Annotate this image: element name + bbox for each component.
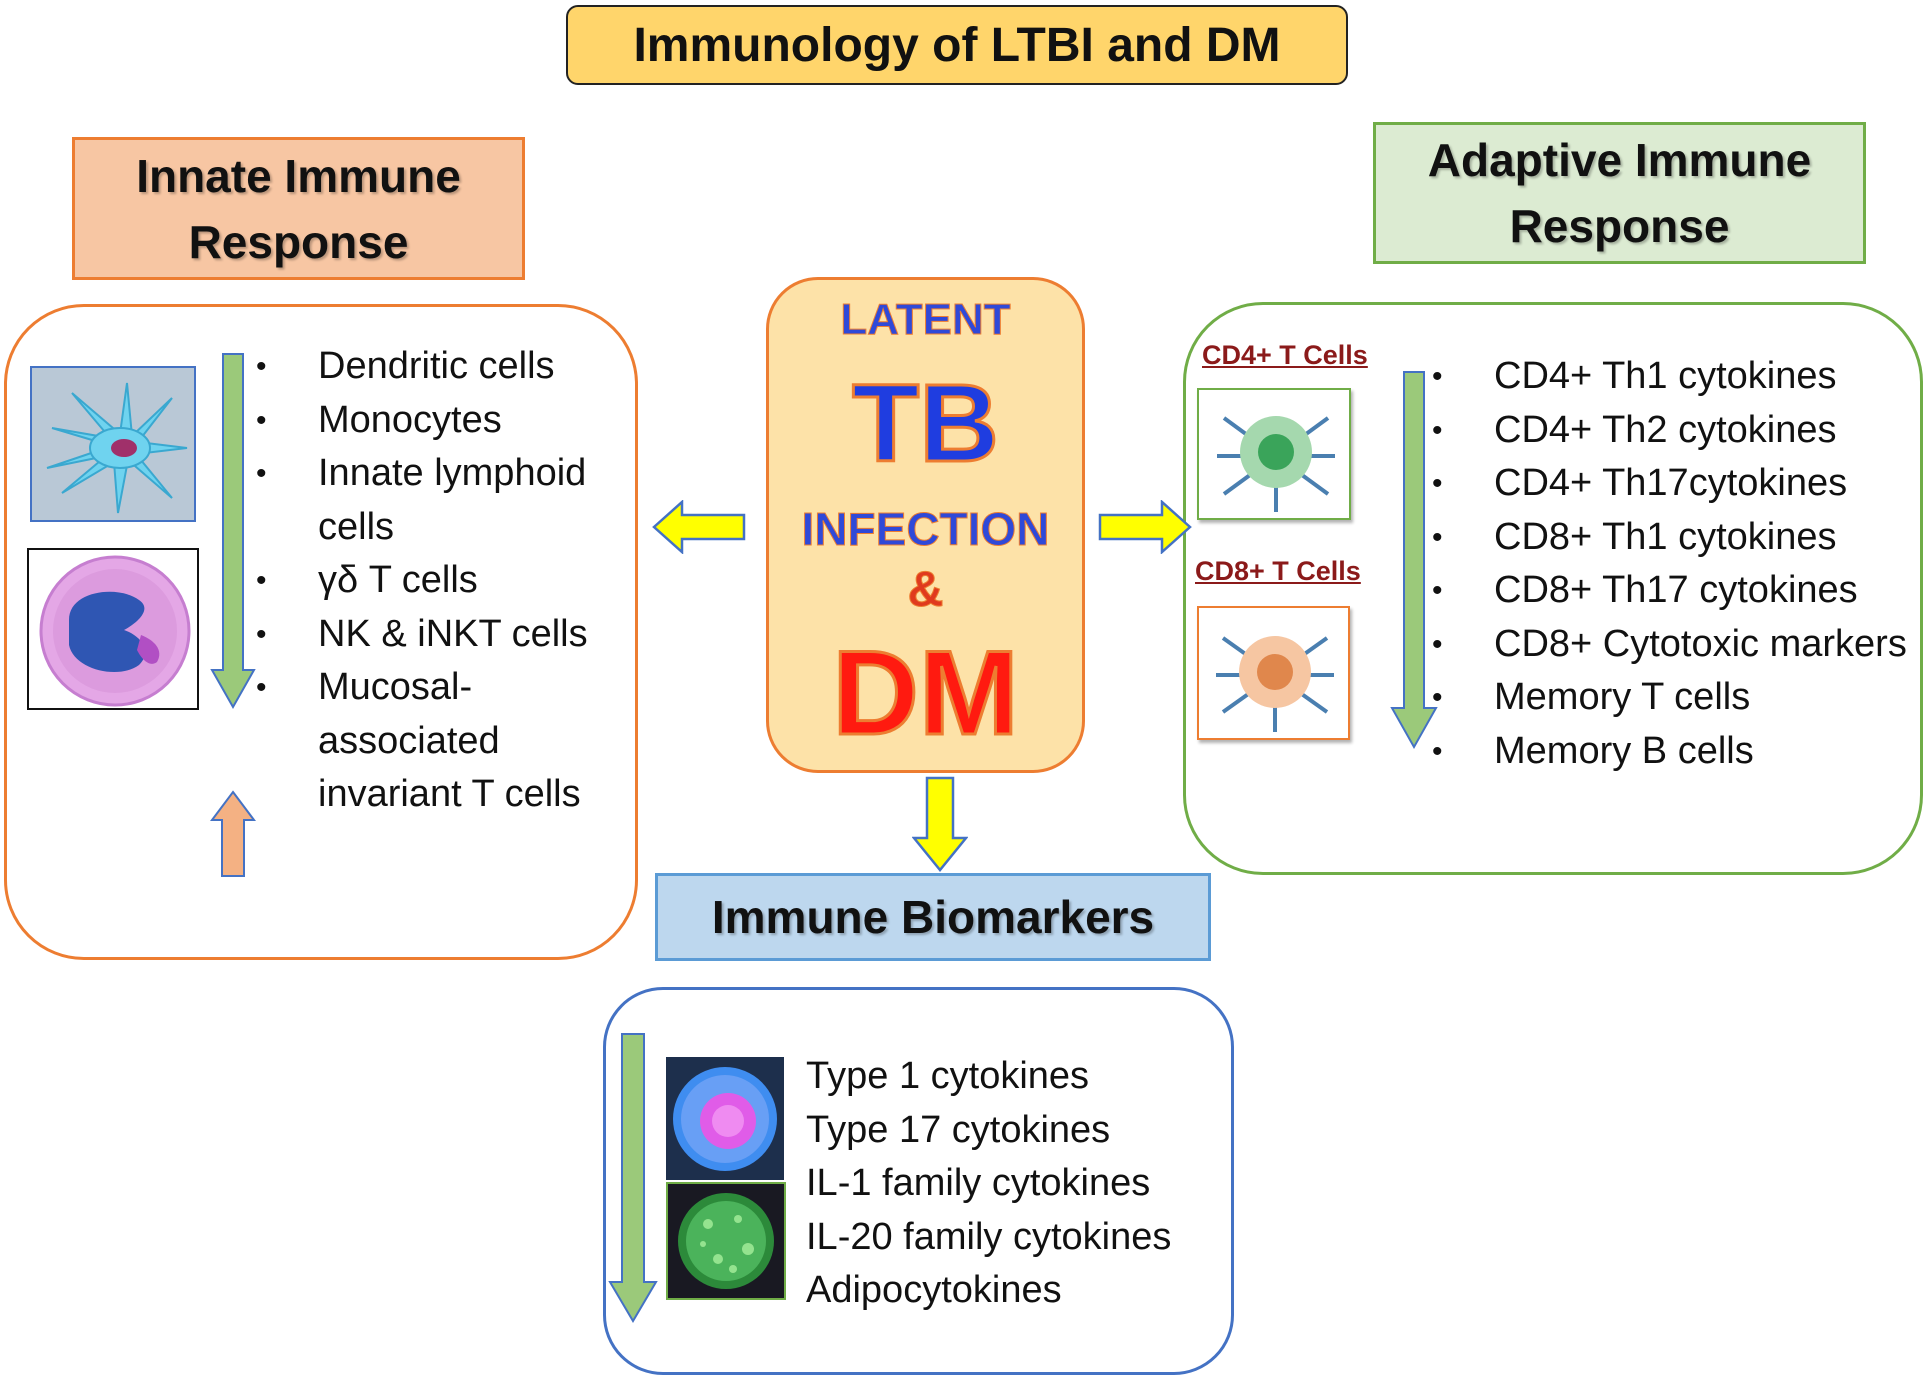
innate-increase-arrow-icon: [210, 790, 256, 877]
list-item: Monocytes: [256, 394, 636, 448]
list-item: Memory T cells: [1432, 671, 1912, 725]
left-arrow-icon: [652, 500, 746, 554]
list-item: Dendritic cells: [256, 340, 636, 394]
innate-response-header: Innate Immune Response: [72, 137, 525, 280]
infection-label: INFECTION: [801, 503, 1050, 556]
list-item: CD4+ Th2 cytokines: [1432, 404, 1912, 458]
innate-header-line2: Response: [188, 215, 409, 268]
biomarkers-decrease-arrow-icon: [608, 1033, 658, 1323]
adaptive-cytokine-list: CD4+ Th1 cytokines CD4+ Th2 cytokines CD…: [1432, 350, 1912, 778]
tb-label: TB: [851, 361, 1001, 487]
innate-header-line1: Innate Immune: [136, 149, 461, 202]
immune-cell-image-blue: [666, 1057, 784, 1180]
list-item: CD8+ Cytotoxic markers: [1432, 618, 1912, 672]
list-item: CD4+ Th17cytokines: [1432, 457, 1912, 511]
list-item: Memory B cells: [1432, 725, 1912, 779]
list-item: Type 1 cytokines: [806, 1055, 1090, 1097]
dendritic-cell-image: [30, 366, 196, 522]
list-item: Mucosal-associated invariant T cells: [256, 661, 636, 822]
diagram-title: Immunology of LTBI and DM: [566, 5, 1348, 85]
adaptive-response-header: Adaptive Immune Response: [1373, 122, 1866, 264]
list-item: γδ T cells: [256, 554, 636, 608]
list-item: Adipocytokines: [806, 1269, 1062, 1311]
ampersand-label: &: [907, 561, 944, 618]
list-item: IL-1 family cytokines: [806, 1162, 1151, 1204]
biomarkers-panel: [603, 987, 1234, 1375]
immune-cell-image-green: [666, 1182, 786, 1300]
innate-decrease-arrow-icon: [210, 353, 256, 710]
adaptive-decrease-arrow-icon: [1390, 371, 1438, 750]
cd4-t-cell-image: [1197, 388, 1351, 520]
neutrophil-image: [27, 548, 199, 710]
dm-label: DM: [831, 625, 1021, 762]
cd8-t-cells-label: CD8+ T Cells: [1195, 556, 1361, 586]
innate-cell-list: Dendritic cells Monocytes Innate lymphoi…: [256, 340, 636, 822]
latent-label: LATENT: [840, 295, 1011, 345]
cd4-t-cells-label: CD4+ T Cells: [1202, 340, 1368, 370]
list-item: Innate lymphoid cells: [256, 447, 636, 554]
right-arrow-icon: [1098, 500, 1192, 554]
list-item: CD8+ Th1 cytokines: [1432, 511, 1912, 565]
adaptive-header-line1: Adaptive Immune: [1427, 134, 1812, 186]
list-item: Type 17 cytokines: [806, 1108, 1111, 1151]
ltbi-dm-center-box: [766, 277, 1085, 773]
list-item: NK & iNKT cells: [256, 608, 636, 662]
cd8-t-cell-image: [1197, 606, 1350, 740]
biomarker-list: Type 1 cytokines Type 17 cytokines IL-1 …: [806, 1050, 1226, 1318]
immune-biomarkers-header: Immune Biomarkers: [655, 873, 1211, 961]
list-item: CD8+ Th17 cytokines: [1432, 564, 1912, 618]
list-item: IL-20 family cytokines: [806, 1215, 1172, 1258]
list-item: CD4+ Th1 cytokines: [1432, 350, 1912, 404]
adaptive-header-line2: Response: [1509, 200, 1730, 252]
down-arrow-icon: [912, 776, 968, 872]
